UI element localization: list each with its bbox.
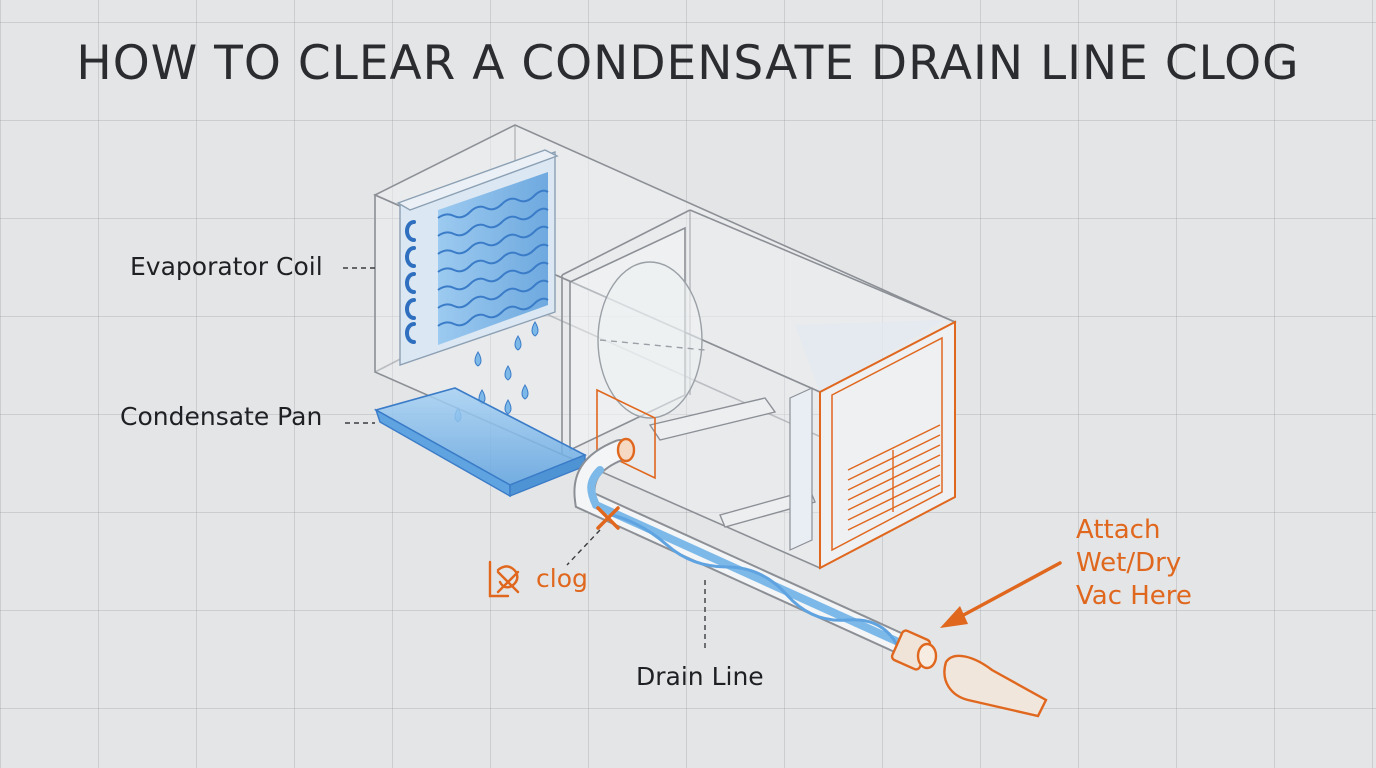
page-title: HOW TO CLEAR A CONDENSATE DRAIN LINE CLO… [76,36,1300,91]
evaporator-coil-label: Evaporator Coil [130,252,323,281]
arrow-icon [940,561,1062,628]
condensate-pan [373,387,587,498]
leader-lines [343,267,706,652]
vac-label-line-2: Wet/Dry [1076,548,1182,578]
clog-icon [488,560,520,598]
wet-dry-vac-label: Attach Wet/Dry Vac Here [1076,514,1246,613]
drain-outlet-bracket [596,388,656,480]
drain-line-pipe [573,437,921,659]
drain-line-label: Drain Line [636,662,764,691]
vac-coupling [890,629,938,671]
clog-marker [596,506,620,530]
blower-fan [597,261,706,419]
access-panel [789,320,956,570]
vac-label-line-3: Vac Here [1076,581,1192,611]
vac-label-line-1: Attach [1076,515,1161,545]
condensate-pan-label: Condensate Pan [120,402,323,431]
evaporator-coil [396,149,559,366]
clog-label: clog [536,564,588,593]
wet-dry-vac-nozzle [943,654,1048,718]
